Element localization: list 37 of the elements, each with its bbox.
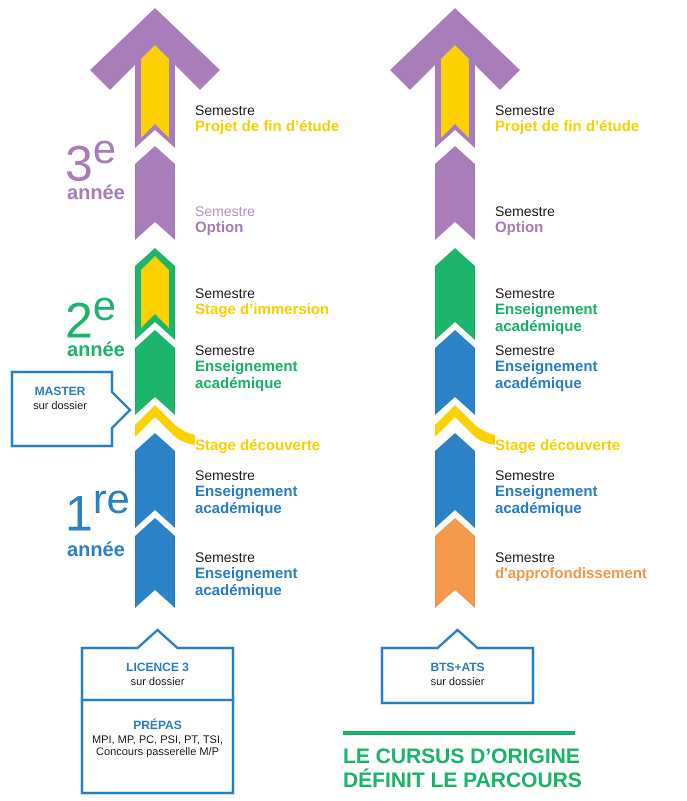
box-subtitle: sur dossier xyxy=(33,400,87,412)
semester-title: Enseignement académique xyxy=(495,358,599,392)
semester-title: Stage découverte xyxy=(195,437,322,454)
box-title: PRÉPAS xyxy=(133,718,182,732)
semester-label: Semestre xyxy=(495,203,555,219)
box-subtitle: sur dossier xyxy=(130,676,184,688)
semester-title: Option xyxy=(195,219,244,236)
box-subtitle: sur dossier xyxy=(430,676,484,688)
semester-title: d'approfondissement xyxy=(495,565,645,582)
semester-title: Enseignement académique xyxy=(495,301,599,335)
semester-label: Semestre xyxy=(195,342,255,358)
semester-title: Stage découverte xyxy=(495,437,622,454)
year-number: 1$^{re}$ xyxy=(65,478,130,539)
semester-label: Semestre xyxy=(495,285,555,301)
box-title: LICENCE 3 xyxy=(126,660,189,674)
semester-label: Semestre xyxy=(195,203,255,219)
semester-label: Semestre xyxy=(195,102,255,118)
box-title: MASTER xyxy=(34,384,86,398)
semester-title: Enseignement académique xyxy=(195,565,299,599)
semester-label: Semestre xyxy=(495,467,555,483)
semester-title: Enseignement académique xyxy=(195,483,299,517)
semester-title: Stage d’immersion xyxy=(195,301,330,318)
box-title: BTS+ATS xyxy=(430,660,485,674)
semester-title: Projet de fin d’étude xyxy=(195,118,340,135)
semester-label: Semestre xyxy=(495,549,555,565)
semester-title: Enseignement académique xyxy=(195,358,299,392)
semester-label: Semestre xyxy=(495,102,555,118)
semester-title: Enseignement académique xyxy=(495,483,599,517)
box-subtitle: MPI, MP, PC, PSI, PT, TSI, Concours passerelle M/P xyxy=(90,734,224,758)
year-label: année xyxy=(67,540,125,560)
semester-label: Semestre xyxy=(195,467,255,483)
semester-label: Semestre xyxy=(495,342,555,358)
semester-title: Projet de fin d’étude xyxy=(495,118,640,135)
semester-label: Semestre xyxy=(195,285,255,301)
caption-heading: LE CURSUS D’ORIGINE DÉFINIT LE PARCOURS xyxy=(343,745,583,793)
semester-label: Semestre xyxy=(195,549,255,565)
semester-title: Option xyxy=(495,219,544,236)
